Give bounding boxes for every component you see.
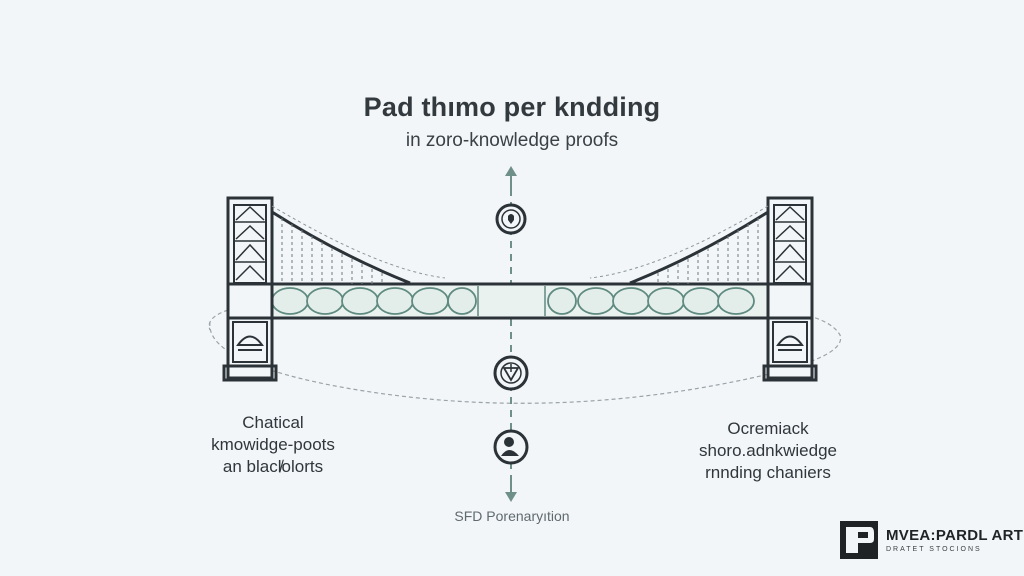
left-tower [222, 196, 278, 382]
right-label-line: shoro.adnkwiedge [699, 441, 837, 460]
logo-tagline: DRATET STOCIONS [886, 546, 982, 553]
ground-ellipse-left [208, 309, 229, 331]
left-label-line: kmowidge-poots [211, 435, 335, 454]
lock-icon [495, 203, 527, 235]
arrow-down-icon [505, 478, 517, 502]
bridge-deck [228, 282, 790, 320]
diagram-subtitle: in zoro-knowledge proofs [405, 130, 619, 151]
shield-icon [493, 355, 529, 391]
left-label-line: an blacl̸olorts [222, 457, 324, 476]
right-label-line: rnnding chaniers [705, 463, 831, 482]
user-icon [493, 429, 529, 465]
left-cable [271, 205, 446, 285]
ground-ellipse [209, 311, 842, 404]
left-label-line: Chatical [242, 413, 304, 432]
logo-name: MVEA:PARDL ART [886, 527, 1024, 544]
brand-logo: MVEA:PARDL ART DRATET STOCIONS [840, 520, 1023, 560]
right-label: Ocremiack shoro.adnkwiedge rnnding chani… [658, 418, 878, 484]
right-tower [762, 196, 818, 382]
arrow-up-icon [505, 166, 517, 195]
diagram-title: Pad thımo per kndding [363, 92, 661, 122]
left-label: Chatical kmowidge-poots an blacl̸olorts [163, 412, 383, 478]
right-label-line: Ocremiack [727, 419, 809, 438]
axis-caption: SFD Porenaryıtion [454, 508, 570, 524]
logo-mark-icon [840, 521, 878, 559]
right-cable [589, 205, 769, 285]
